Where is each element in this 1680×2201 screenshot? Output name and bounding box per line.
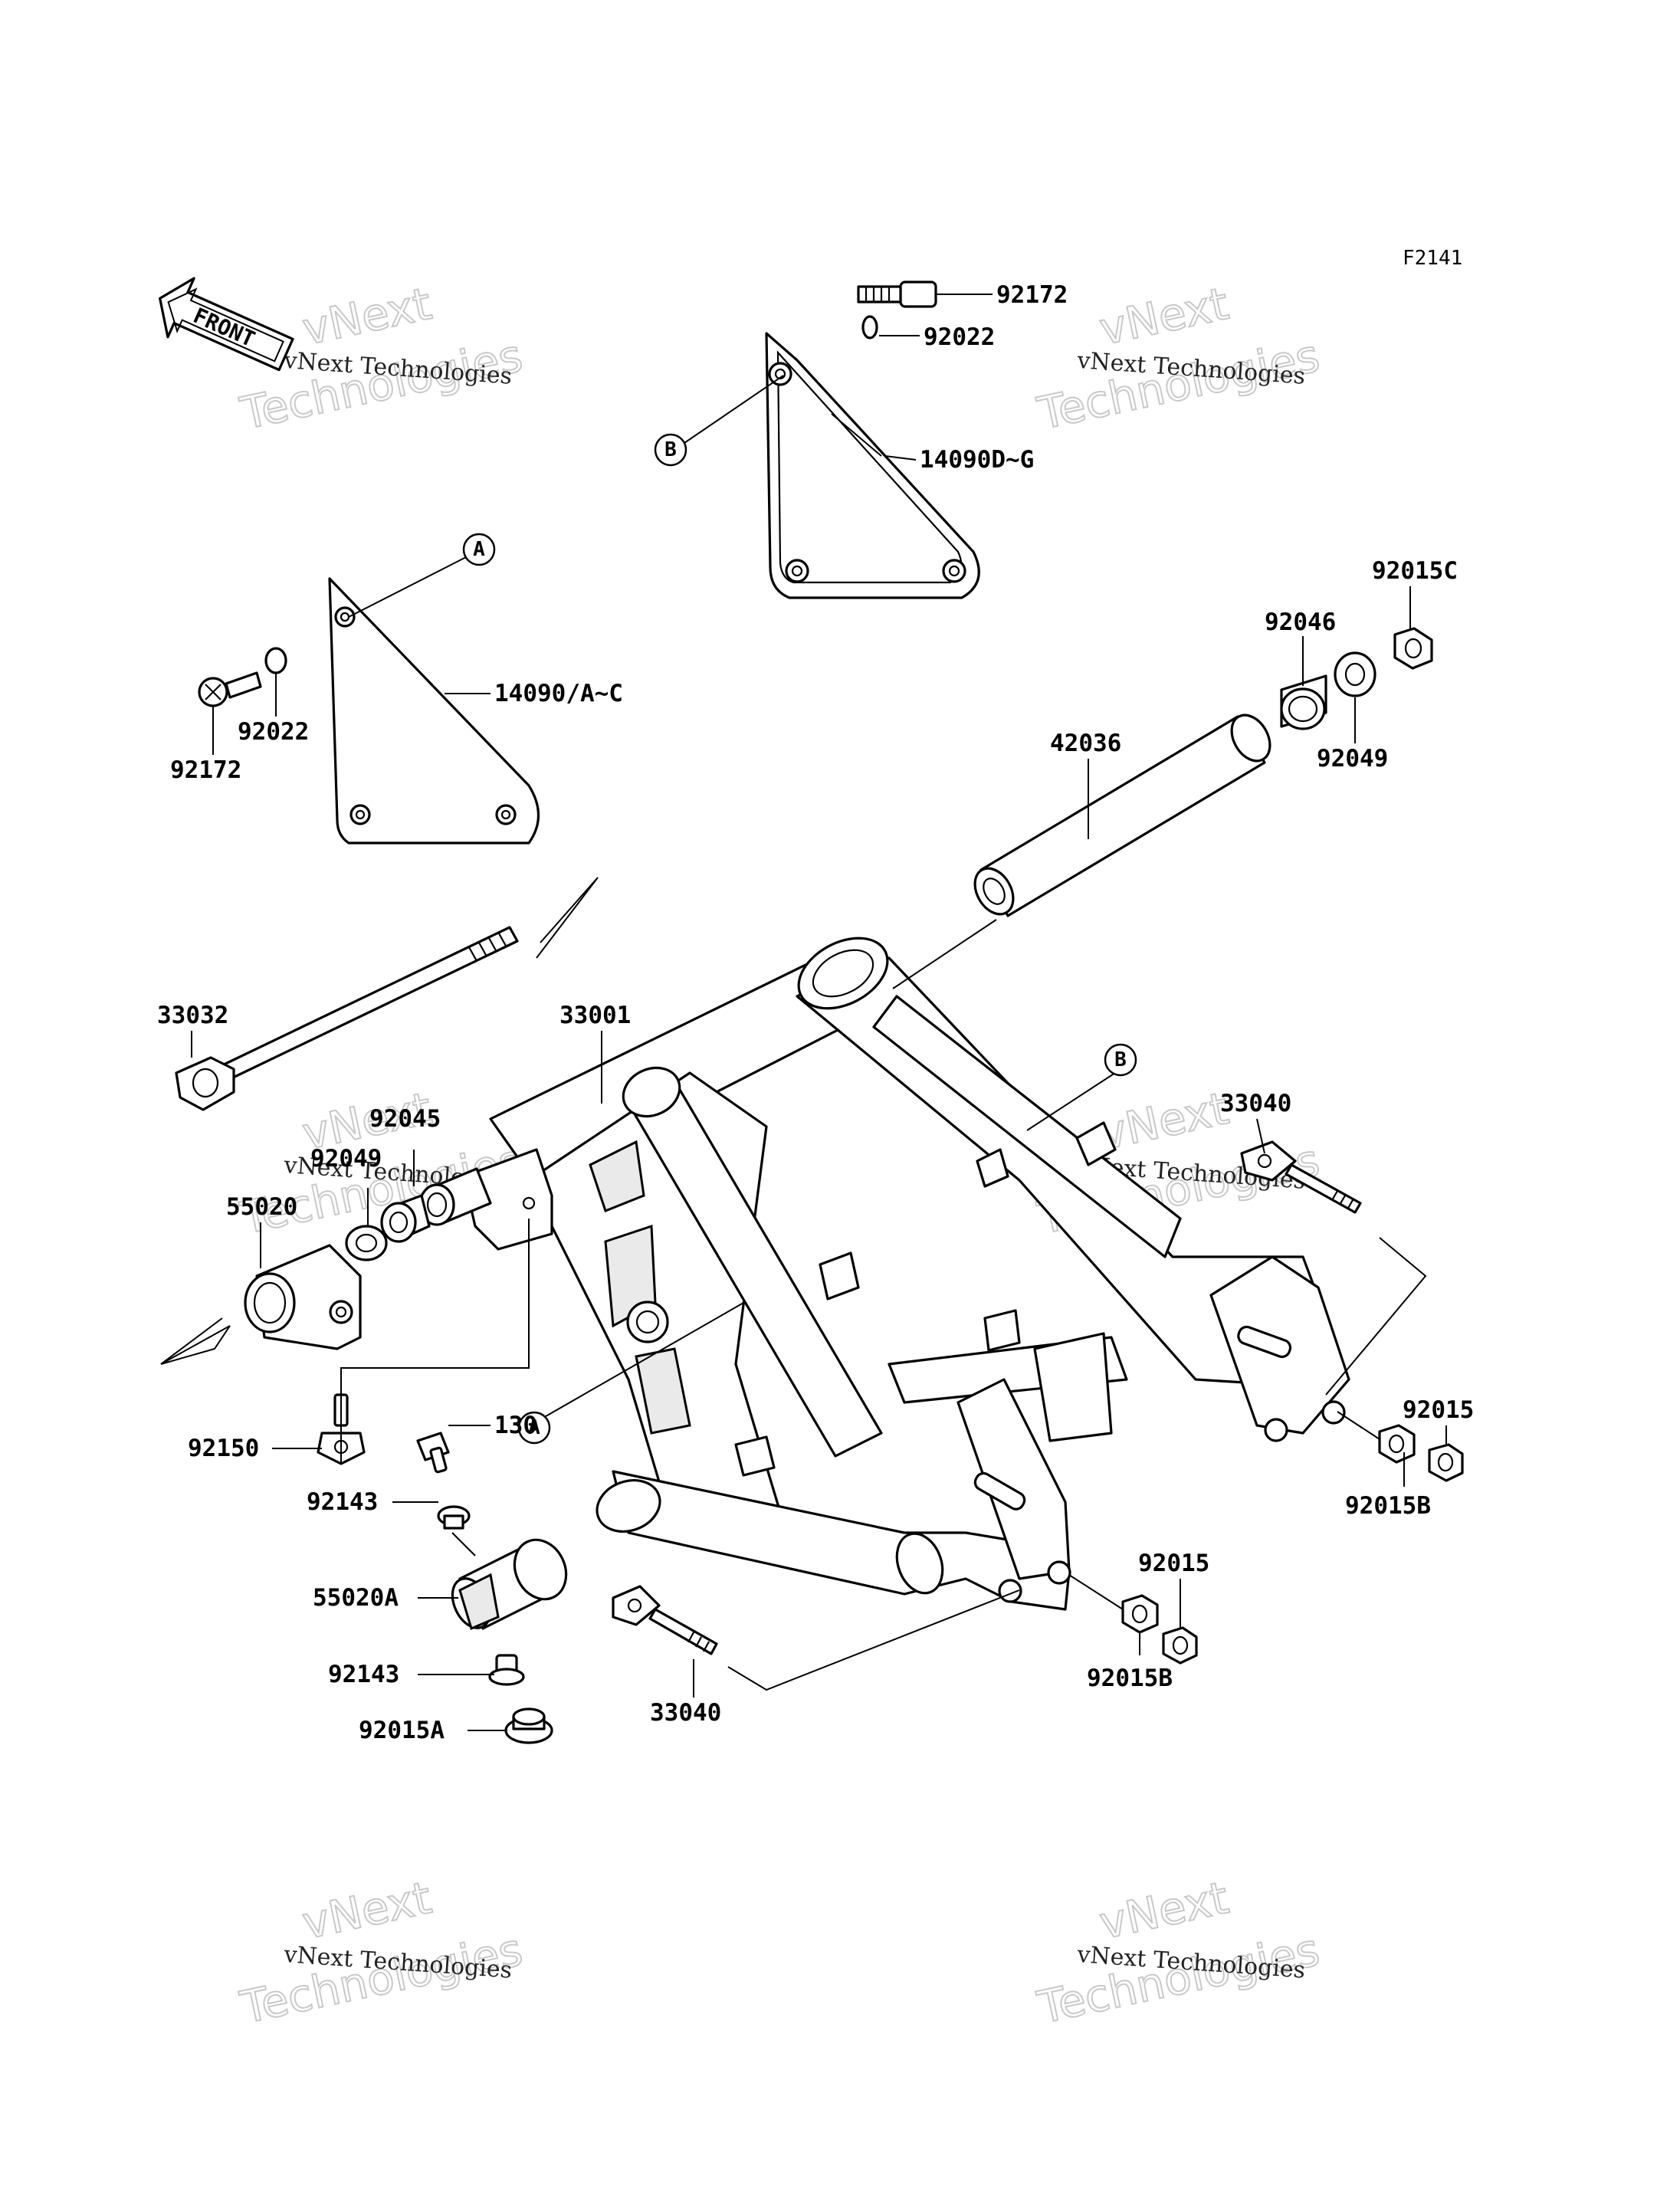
label-92015B-bottom: 92015B — [1087, 1665, 1173, 1692]
bolt-130 — [416, 1432, 450, 1474]
label-14090AC: 14090/A~C — [494, 680, 623, 707]
svg-text:B: B — [664, 438, 677, 461]
svg-text:A: A — [528, 1416, 540, 1439]
nut-92015-right — [1428, 1443, 1464, 1482]
axle-alignment-arrow — [536, 877, 599, 959]
collar-92049-left-2 — [345, 1225, 388, 1261]
nut-92015B-right — [1378, 1424, 1416, 1464]
figure-code: F2141 — [1403, 247, 1462, 270]
label-130: 130 — [494, 1412, 537, 1439]
label-55020: 55020 — [226, 1193, 297, 1221]
label-14090DG: 14090D~G — [920, 446, 1034, 474]
front-arrow-icon: FRONT — [159, 277, 294, 372]
label-92172-top: 92172 — [996, 281, 1068, 309]
label-33040-bottom: 33040 — [650, 1699, 721, 1727]
label-33032: 33032 — [157, 1002, 228, 1029]
label-92022-top: 92022 — [924, 323, 995, 351]
collar-92143-bottom — [488, 1654, 525, 1686]
svg-text:vNext: vNext — [298, 277, 436, 356]
nut-92015B-bottom — [1121, 1594, 1159, 1634]
watermark-bottom-left: vNext Technologies vNext Technologies — [235, 1871, 528, 2035]
bolt-92172-top — [857, 280, 937, 308]
callout-a-top: A — [462, 533, 496, 566]
nut-92015-bottom — [1162, 1626, 1198, 1665]
washer-92049-right — [1334, 651, 1376, 697]
label-92015-right: 92015 — [1403, 1396, 1474, 1424]
svg-text:vNext: vNext — [298, 1871, 436, 1950]
clamp-55020 — [244, 1244, 362, 1350]
label-92049-left: 92049 — [310, 1145, 382, 1173]
bolt-92172-left — [198, 671, 262, 707]
callout-b-top: B — [654, 433, 687, 467]
watermark-top-right: vNext Technologies vNext Technologies — [1032, 277, 1325, 441]
label-92015B-right: 92015B — [1345, 1492, 1431, 1520]
bushing-55020A — [451, 1538, 568, 1631]
washer-92022-top — [861, 315, 878, 339]
washer-92022-left — [264, 647, 287, 674]
leader-lines — [191, 294, 1447, 1731]
chain-adjuster-33040-right — [1240, 1140, 1362, 1214]
label-55020A: 55020A — [313, 1584, 399, 1612]
callout-a-low: A — [517, 1411, 551, 1445]
collar-92049-left — [380, 1194, 431, 1243]
clamp-alignment-arrow — [160, 1317, 223, 1365]
label-92143-top: 92143 — [307, 1488, 378, 1516]
label-92015C: 92015C — [1372, 557, 1458, 585]
svg-text:vNext: vNext — [1095, 277, 1233, 356]
label-92172-left: 92172 — [170, 756, 241, 784]
nut-92015A — [504, 1707, 553, 1744]
watermark-bottom-right: vNext Technologies vNext Technologies — [1032, 1871, 1325, 2035]
collar-92143-top — [437, 1505, 471, 1530]
swingarm-33001 — [462, 936, 1350, 1611]
label-92022-left: 92022 — [238, 718, 309, 746]
callout-b-mid: B — [1104, 1043, 1137, 1077]
label-33001: 33001 — [559, 1002, 631, 1029]
label-33040-right: 33040 — [1220, 1090, 1291, 1117]
svg-text:A: A — [473, 538, 485, 561]
bracket-14090DG — [765, 332, 980, 599]
chain-adjuster-33040-bottom — [612, 1585, 718, 1655]
bracket-14090AC — [328, 577, 540, 845]
axle-33032 — [175, 926, 519, 1111]
label-42036: 42036 — [1050, 730, 1121, 757]
bushing-92045 — [418, 1167, 492, 1226]
label-92049-right: 92049 — [1317, 745, 1388, 772]
label-92015A: 92015A — [359, 1717, 445, 1744]
svg-text:B: B — [1114, 1048, 1127, 1071]
adjuster-link-line-right — [1325, 1237, 1427, 1396]
adjuster-link-line-bottom — [727, 1589, 1020, 1691]
svg-text:vNext: vNext — [1095, 1871, 1233, 1950]
nut-92015C — [1393, 627, 1433, 670]
label-92015-bottom: 92015 — [1138, 1550, 1209, 1577]
label-92150: 92150 — [188, 1435, 259, 1462]
pivot-tube-42036 — [973, 713, 1271, 917]
bushing-92046 — [1280, 674, 1327, 730]
label-92143-bottom: 92143 — [328, 1661, 399, 1688]
label-92046: 92046 — [1265, 608, 1336, 636]
label-92045: 92045 — [369, 1105, 441, 1133]
